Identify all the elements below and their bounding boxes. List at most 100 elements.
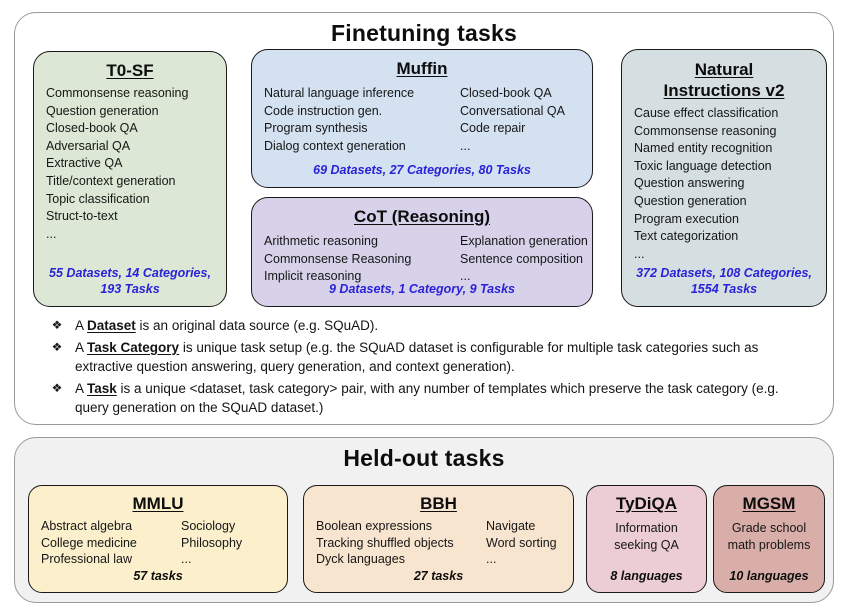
bbh-stats: 27 tasks <box>413 569 464 583</box>
task-item: Toxic language detection <box>634 158 772 173</box>
tydiqa-description: Information seeking QA <box>587 520 706 553</box>
task-item: Named entity recognition <box>634 141 773 156</box>
note-text: A Dataset is an original data source (e.… <box>75 316 811 336</box>
muffin-stats: 69 Datasets, 27 Categories, 80 Tasks <box>313 163 531 177</box>
niv2-stats: 372 Datasets, 108 Categories, 1554 Tasks <box>636 266 812 296</box>
task-item: Question generation <box>46 103 159 118</box>
note-text: A Task Category is unique task setup (e.… <box>75 338 811 377</box>
mmlu-column-right: Sociology Philosophy ... <box>181 518 242 568</box>
note-pre: A <box>75 339 88 355</box>
note-post: is a unique <dataset, task category> pai… <box>75 380 779 416</box>
mmlu-title: MMLU <box>132 494 184 513</box>
muffin-box: Muffin Natural language inference Code i… <box>251 49 593 188</box>
bbh-box: BBH Boolean expressions Tracking shuffle… <box>303 485 574 593</box>
finetuning-panel-title: Finetuning tasks <box>331 20 517 46</box>
description-line: Grade school <box>731 521 807 535</box>
task-item: Cause effect classification <box>634 106 779 120</box>
note-post: is an original data source (e.g. SQuAD). <box>135 318 379 333</box>
mgsm-box: MGSM Grade school math problems 10 langu… <box>713 485 825 593</box>
muffin-column-right: Closed-book QA Conversational QA Code re… <box>460 85 565 155</box>
diamond-bullet-icon: ❖ <box>51 339 63 354</box>
mmlu-stats: 57 tasks <box>133 569 183 583</box>
tydiqa-stats: 8 languages <box>610 569 683 583</box>
task-item: ... <box>460 269 471 284</box>
mgsm-title: MGSM <box>742 494 796 513</box>
task-item: Question generation <box>634 193 747 208</box>
note-task: ❖ A Task is a unique <dataset, task cate… <box>39 379 811 418</box>
task-item: Struct-to-text <box>46 209 118 224</box>
note-pre: A <box>75 380 88 396</box>
note-dataset: ❖ A Dataset is an original data source (… <box>39 316 811 336</box>
bbh-column-left: Boolean expressions Tracking shuffled ob… <box>316 518 486 568</box>
task-item: Professional law <box>41 552 133 566</box>
task-item: Code instruction gen. <box>264 103 383 118</box>
cot-column-right: Explanation generation Sentence composit… <box>460 233 588 286</box>
task-item: Code repair <box>460 121 526 136</box>
task-item: Philosophy <box>181 535 243 550</box>
tydiqa-title: TyDiQA <box>615 494 678 513</box>
task-item: ... <box>181 552 192 566</box>
cot-stats: 9 Datasets, 1 Category, 9 Tasks <box>329 282 515 296</box>
bbh-column-right: Navigate Word sorting ... <box>486 518 557 568</box>
task-item: Implicit reasoning <box>264 269 362 284</box>
mmlu-column-left: Abstract algebra College medicine Profes… <box>41 518 181 568</box>
task-item: Sentence composition <box>460 251 583 266</box>
t0sf-task-list: Commonsense reasoning Question generatio… <box>34 85 226 243</box>
task-item: Word sorting <box>486 535 557 550</box>
muffin-columns: Natural language inference Code instruct… <box>252 83 592 155</box>
niv2-task-list: Cause effect classification Commonsense … <box>622 105 826 263</box>
cot-column-left: Arithmetic reasoning Commonsense Reasoni… <box>264 233 460 286</box>
task-item: Program synthesis <box>264 121 368 136</box>
definition-notes: ❖ A Dataset is an original data source (… <box>39 316 811 420</box>
bbh-title: BBH <box>420 494 457 513</box>
diamond-bullet-icon: ❖ <box>51 318 63 332</box>
task-item: Program execution <box>634 211 739 226</box>
natural-instructions-v2-box: Natural Instructions v2 Cause effect cla… <box>621 49 827 307</box>
task-item: Extractive QA <box>46 156 123 171</box>
note-term: Dataset <box>87 318 136 333</box>
mmlu-columns: Abstract algebra College medicine Profes… <box>29 516 287 568</box>
t0sf-title: T0-SF <box>106 61 154 80</box>
note-term: Task <box>87 380 117 396</box>
mgsm-stats: 10 languages <box>729 569 809 583</box>
t0sf-stats: 55 Datasets, 14 Categories, 193 Tasks <box>49 266 211 296</box>
cot-columns: Arithmetic reasoning Commonsense Reasoni… <box>252 231 592 286</box>
note-task-category: ❖ A Task Category is unique task setup (… <box>39 338 811 377</box>
muffin-column-left: Natural language inference Code instruct… <box>264 85 460 155</box>
finetuning-tasks-panel: Finetuning tasks T0-SF Commonsense reaso… <box>14 12 834 425</box>
mmlu-box: MMLU Abstract algebra College medicine P… <box>28 485 288 593</box>
cot-box: CoT (Reasoning) Arithmetic reasoning Com… <box>251 197 593 307</box>
muffin-title: Muffin <box>396 59 448 78</box>
cot-title: CoT (Reasoning) <box>354 207 490 226</box>
task-item: Commonsense reasoning <box>46 86 189 100</box>
heldout-panel-title: Held-out tasks <box>343 445 505 471</box>
task-item: Natural language inference <box>264 86 415 100</box>
task-item: Question answering <box>634 176 745 191</box>
task-item: ... <box>46 226 57 241</box>
task-item: Commonsense reasoning <box>634 123 777 138</box>
task-item: Commonsense Reasoning <box>264 251 412 266</box>
niv2-title: Natural Instructions v2 <box>663 60 785 100</box>
task-item: ... <box>486 552 497 566</box>
description-line: seeking QA <box>614 537 679 552</box>
task-item: Closed-book QA <box>46 121 138 136</box>
diamond-bullet-icon: ❖ <box>51 380 63 395</box>
task-item: Dialog context generation <box>264 138 406 153</box>
tydiqa-box: TyDiQA Information seeking QA 8 language… <box>586 485 707 593</box>
task-item: Abstract algebra <box>41 519 133 533</box>
note-term: Task Category <box>87 339 180 355</box>
task-item: Text categorization <box>634 229 739 244</box>
note-text: A Task is a unique <dataset, task catego… <box>75 379 811 418</box>
task-item: Conversational QA <box>460 103 565 118</box>
task-item: ... <box>634 246 645 261</box>
task-item: Dyck languages <box>316 552 405 566</box>
task-item: College medicine <box>41 535 137 550</box>
note-pre: A <box>75 318 88 333</box>
task-item: ... <box>460 138 471 153</box>
mgsm-description: Grade school math problems <box>714 520 824 553</box>
task-item: Adversarial QA <box>46 138 131 153</box>
task-item: Explanation generation <box>460 234 588 248</box>
task-item: Title/context generation <box>46 173 176 188</box>
description-line: Information <box>615 521 678 535</box>
description-line: math problems <box>727 537 811 552</box>
